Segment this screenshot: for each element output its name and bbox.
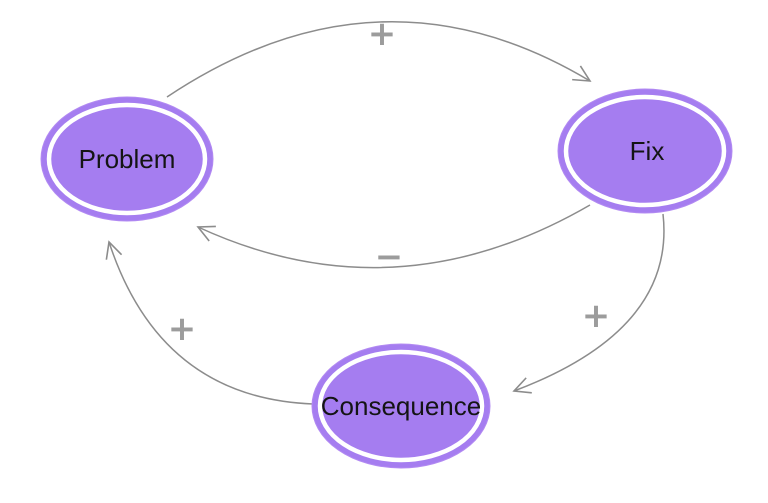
node-fix-ring xyxy=(563,94,727,208)
node-fix-label: Fix xyxy=(630,136,665,166)
node-problem: Problem xyxy=(40,96,214,222)
node-consequence-ring xyxy=(317,349,485,463)
sign-consequence-to-problem: + xyxy=(168,309,197,349)
node-problem-shape xyxy=(40,96,214,222)
node-consequence-shape xyxy=(311,343,491,469)
node-fix: Fix xyxy=(557,88,733,214)
node-problem-label: Problem xyxy=(79,144,176,174)
edge-problem-to-fix xyxy=(166,21,592,98)
node-consequence: Consequence xyxy=(311,343,491,469)
sign-fix-to-problem: − xyxy=(375,237,404,277)
sign-fix-to-consequence: + xyxy=(582,296,611,336)
node-fix-shape xyxy=(557,88,733,214)
edge-fix-to-problem xyxy=(196,204,591,269)
node-problem-ring xyxy=(46,102,208,216)
edge-fix-to-consequence xyxy=(512,213,665,394)
edge-consequence-to-problem xyxy=(105,240,314,405)
node-consequence-label: Consequence xyxy=(321,391,481,421)
sign-problem-to-fix: + xyxy=(368,14,397,54)
